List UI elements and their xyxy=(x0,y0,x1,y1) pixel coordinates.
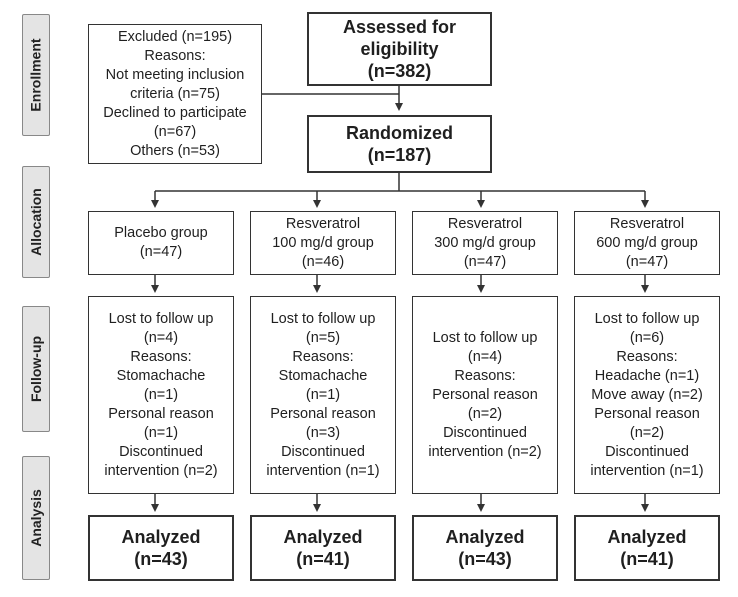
followup-box-resveratrol-300: Lost to follow up (n=4) Reasons: Persona… xyxy=(412,296,558,494)
randomized-title: Randomized xyxy=(345,123,453,143)
stage-label-analysis: Analysis xyxy=(22,456,50,580)
followup-line: Discontinued xyxy=(605,443,689,460)
followup-line: (n=3) xyxy=(305,424,341,441)
followup-box-resveratrol-600: Lost to follow up (n=6) Reasons: Headach… xyxy=(574,296,720,494)
stage-label-allocation: Allocation xyxy=(22,166,50,278)
followup-line: intervention (n=1) xyxy=(590,462,704,479)
allocation-line: 100 mg/d group xyxy=(272,234,374,251)
followup-line: Personal reason xyxy=(432,386,538,403)
stage-label-enrollment: Enrollment xyxy=(22,14,50,136)
followup-line: (n=1) xyxy=(143,386,179,403)
allocation-line: (n=47) xyxy=(139,244,183,260)
followup-line: Discontinued xyxy=(119,443,203,460)
followup-line: Discontinued xyxy=(281,443,365,460)
followup-line: intervention (n=2) xyxy=(104,462,218,479)
analyzed-title: Analyzed xyxy=(121,527,201,547)
followup-line: Stomachache xyxy=(278,367,368,384)
analyzed-n: (n=43) xyxy=(458,549,512,569)
followup-line: Discontinued xyxy=(443,424,527,441)
analyzed-n: (n=41) xyxy=(296,549,350,569)
allocation-line: 300 mg/d group xyxy=(434,234,536,251)
followup-line: Personal reason xyxy=(270,405,376,422)
allocation-box-resveratrol-600: Resveratrol 600 mg/d group (n=47) xyxy=(574,211,720,275)
analyzed-box-resveratrol-600: Analyzed (n=41) xyxy=(574,515,720,581)
followup-line: intervention (n=2) xyxy=(428,443,542,460)
followup-line: (n=6) xyxy=(629,329,665,346)
followup-line: (n=4) xyxy=(467,348,503,365)
allocation-line: 600 mg/d group xyxy=(596,234,698,251)
randomized-box: Randomized (n=187) xyxy=(307,115,492,173)
assessed-box: Assessed for eligibility (n=382) xyxy=(307,12,492,86)
allocation-box-resveratrol-300: Resveratrol 300 mg/d group (n=47) xyxy=(412,211,558,275)
followup-box-resveratrol-100: Lost to follow up (n=5) Reasons: Stomach… xyxy=(250,296,396,494)
stage-label-follow-up: Follow-up xyxy=(22,306,50,432)
analyzed-title: Analyzed xyxy=(445,527,525,547)
followup-line: (n=5) xyxy=(305,329,341,346)
analyzed-box-placebo: Analyzed (n=43) xyxy=(88,515,234,581)
excluded-line: Reasons: xyxy=(144,47,206,64)
excluded-line: criteria (n=75) xyxy=(130,85,220,102)
analyzed-n: (n=43) xyxy=(134,549,188,569)
assessed-title: Assessed for eligibility xyxy=(342,17,457,59)
followup-line: (n=1) xyxy=(143,424,179,441)
allocation-line: (n=47) xyxy=(463,253,507,270)
followup-line: (n=2) xyxy=(629,424,665,441)
followup-line: (n=2) xyxy=(467,405,503,422)
followup-line: Lost to follow up xyxy=(108,310,214,327)
allocation-line: (n=47) xyxy=(625,253,669,270)
assessed-n: (n=382) xyxy=(367,61,432,81)
allocation-box-resveratrol-100: Resveratrol 100 mg/d group (n=46) xyxy=(250,211,396,275)
excluded-line: Declined to participate xyxy=(103,104,247,121)
allocation-line: Resveratrol xyxy=(609,215,685,232)
analyzed-title: Analyzed xyxy=(283,527,363,547)
followup-line: Reasons: xyxy=(130,348,192,365)
allocation-line: (n=46) xyxy=(301,253,345,270)
followup-line: Reasons: xyxy=(616,348,678,365)
excluded-line: Excluded (n=195) xyxy=(117,28,233,45)
allocation-line: Resveratrol xyxy=(285,215,361,232)
followup-line: Reasons: xyxy=(292,348,354,365)
excluded-line: Not meeting inclusion xyxy=(105,66,245,83)
followup-line: Lost to follow up xyxy=(270,310,376,327)
followup-line: Lost to follow up xyxy=(432,329,538,346)
followup-line: Personal reason xyxy=(108,405,214,422)
allocation-line: Placebo group xyxy=(114,225,208,241)
followup-line: Personal reason xyxy=(594,405,700,422)
followup-line: intervention (n=1) xyxy=(266,462,380,479)
analyzed-box-resveratrol-100: Analyzed (n=41) xyxy=(250,515,396,581)
excluded-line: (n=67) xyxy=(153,123,197,140)
followup-line: (n=4) xyxy=(143,329,179,346)
followup-box-placebo: Lost to follow up (n=4) Reasons: Stomach… xyxy=(88,296,234,494)
randomized-n: (n=187) xyxy=(367,145,432,165)
excluded-box: Excluded (n=195) Reasons: Not meeting in… xyxy=(88,24,262,164)
followup-line: (n=1) xyxy=(305,386,341,403)
excluded-line: Others (n=53) xyxy=(130,142,220,159)
followup-line: Move away (n=2) xyxy=(591,386,703,403)
analyzed-n: (n=41) xyxy=(620,549,674,569)
allocation-line: Resveratrol xyxy=(447,215,523,232)
followup-line: Headache (n=1) xyxy=(594,367,700,384)
followup-line: Lost to follow up xyxy=(594,310,700,327)
analyzed-box-resveratrol-300: Analyzed (n=43) xyxy=(412,515,558,581)
followup-line: Reasons: xyxy=(454,367,516,384)
analyzed-title: Analyzed xyxy=(607,527,687,547)
followup-line: Stomachache xyxy=(116,367,206,384)
allocation-box-placebo: Placebo group (n=47) xyxy=(88,211,234,275)
